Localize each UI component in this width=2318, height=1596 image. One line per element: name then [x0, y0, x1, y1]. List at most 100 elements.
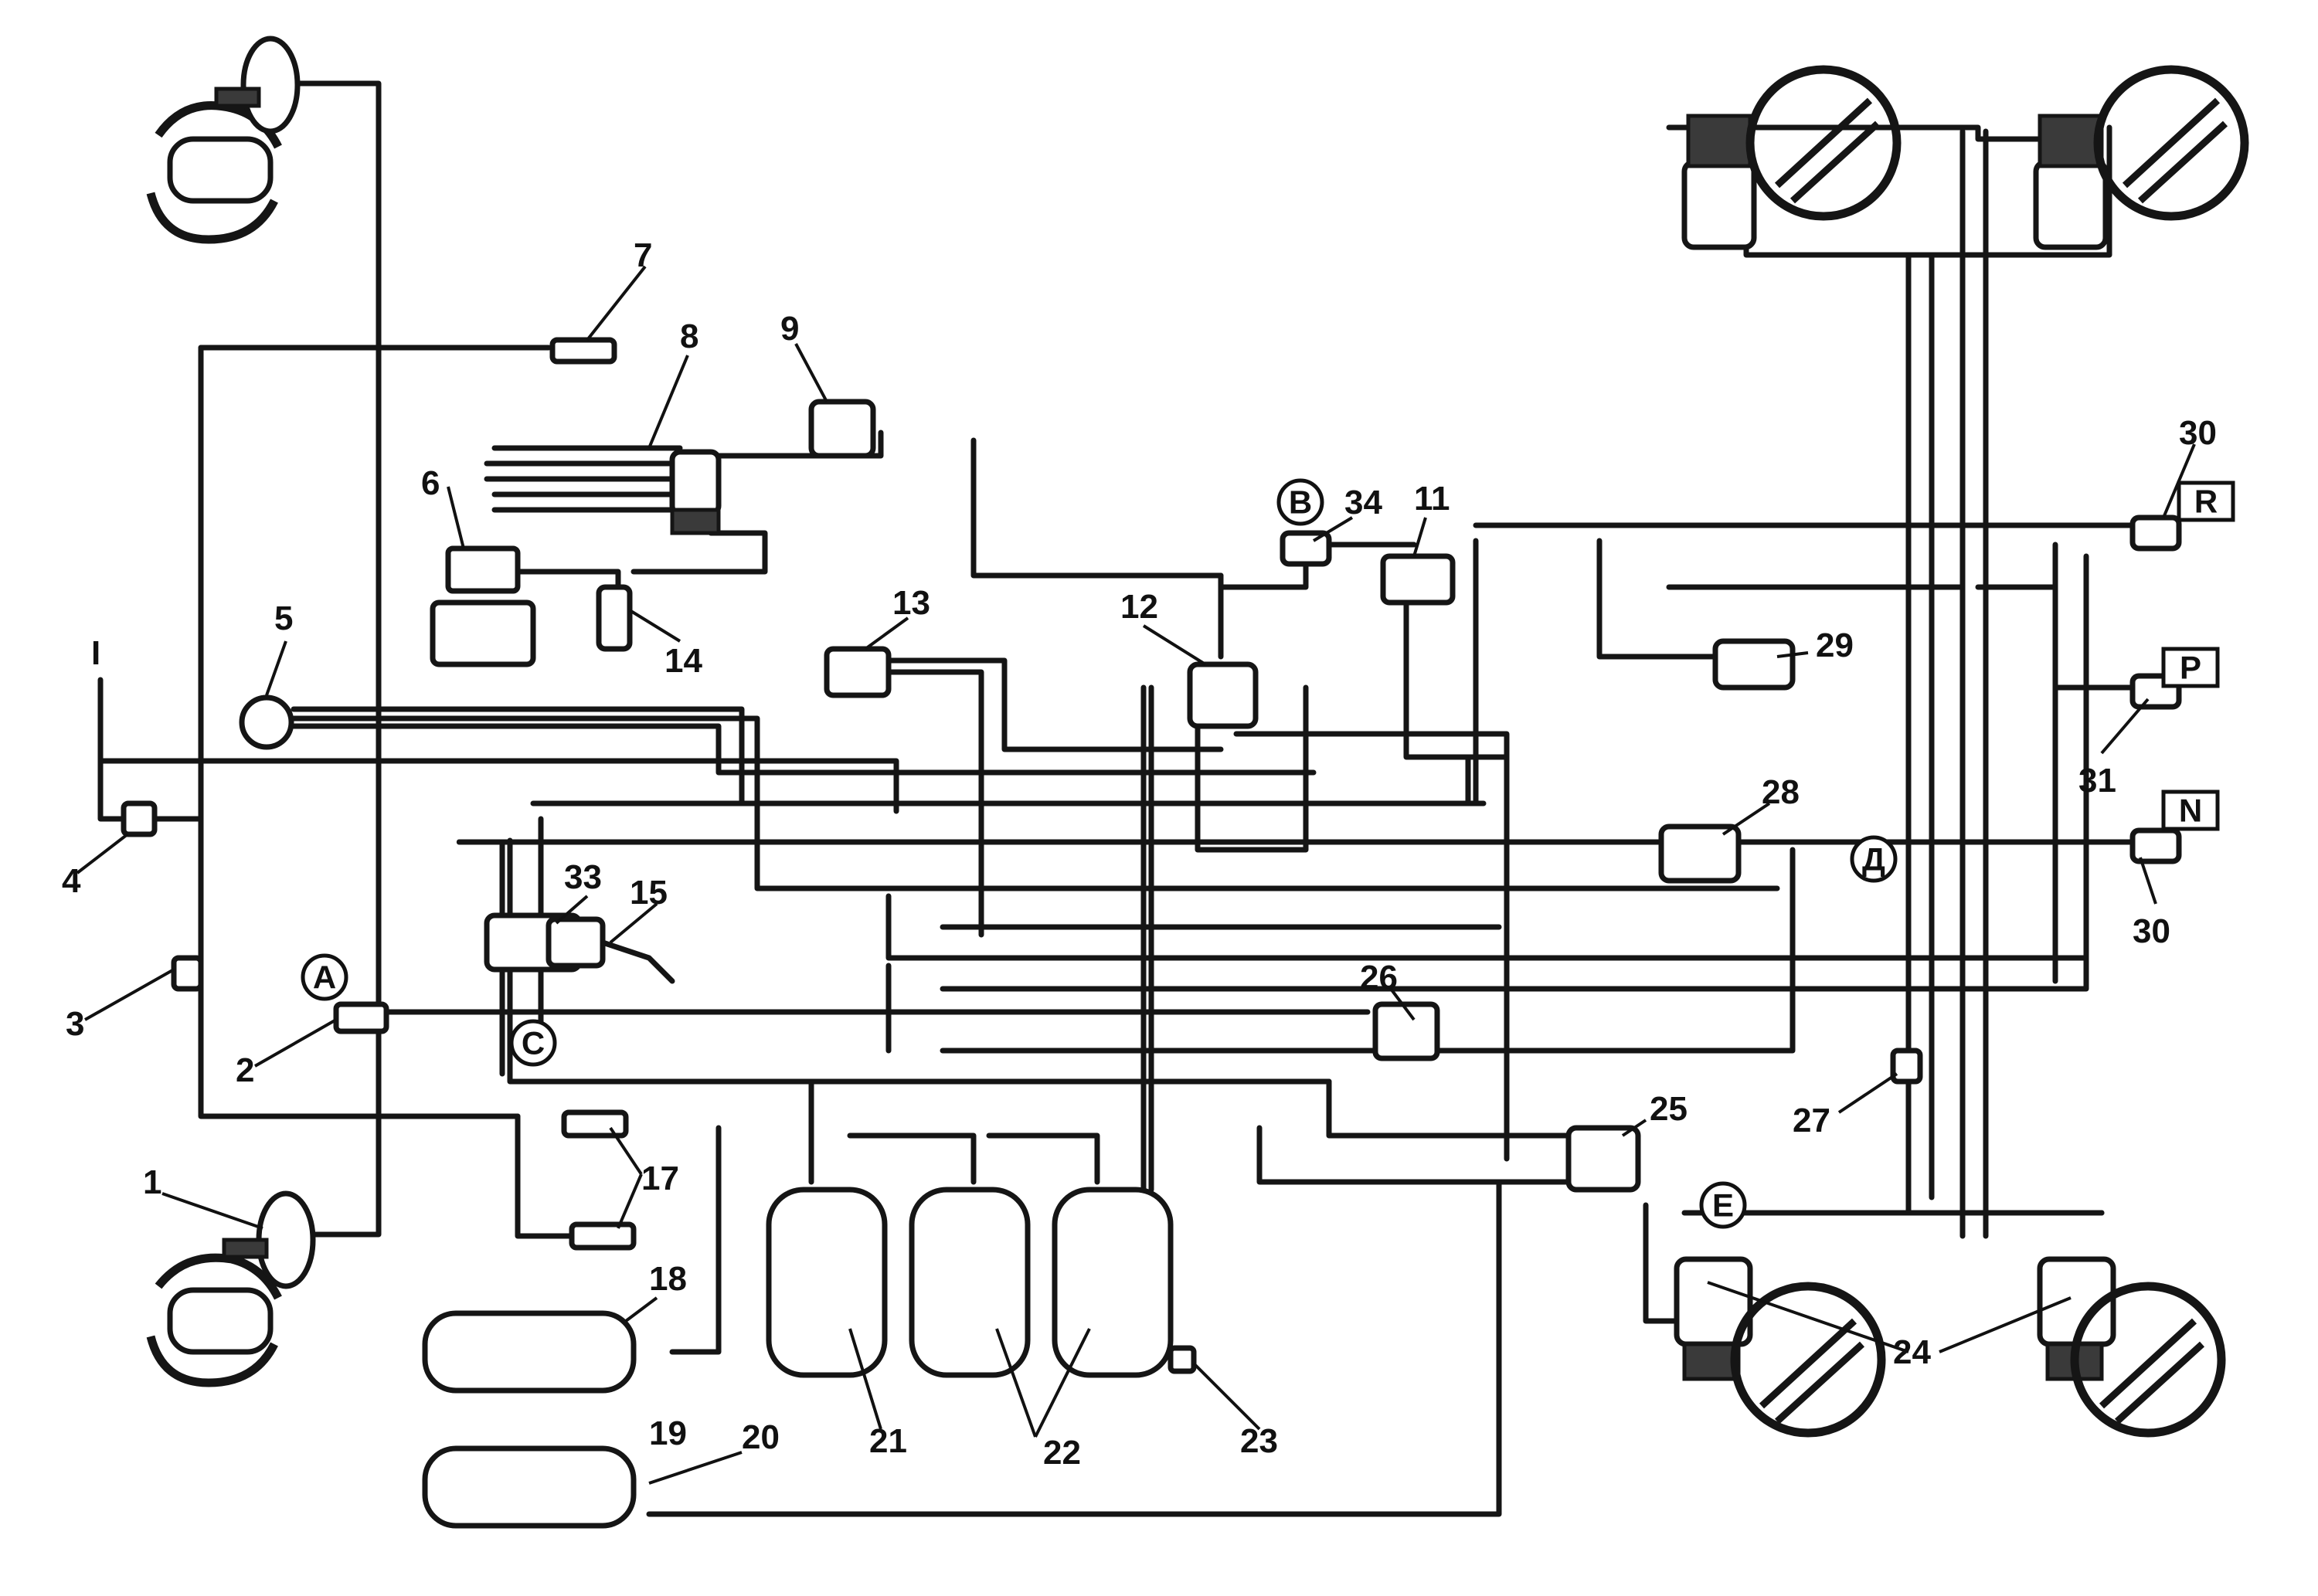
callout-11: 11	[1414, 480, 1450, 518]
spring-brake-chamber	[2033, 159, 2109, 250]
valve-4-line	[97, 758, 204, 822]
brake-chamber	[240, 36, 301, 134]
leader-lines	[76, 265, 2196, 1485]
front-brake-bottom	[146, 1190, 316, 1387]
circled-letters: A B C E Д	[301, 478, 1898, 1229]
front-brake-line	[275, 80, 382, 1238]
drum-hatch	[2099, 1318, 2197, 1409]
callout-1: 1	[143, 1163, 161, 1201]
brake-drum-bottom-arc	[146, 192, 278, 244]
letter-A: A	[313, 959, 336, 996]
drain-valve-27	[1890, 1048, 1923, 1085]
callout-25: 25	[1650, 1090, 1688, 1128]
tank-18-line	[669, 1125, 722, 1355]
brake-drum	[1745, 65, 1902, 221]
air-receiver-19	[422, 1445, 637, 1529]
pushrod	[222, 1238, 269, 1259]
brake-control-valve	[1712, 638, 1796, 691]
callout-30-top: 30	[2179, 414, 2217, 452]
hand-brake-valve	[824, 646, 892, 698]
callout-9: 9	[780, 310, 799, 348]
callout-12: 12	[1120, 588, 1158, 626]
separator-drain	[670, 508, 721, 535]
freeze-protector	[596, 584, 633, 652]
line-13	[878, 669, 984, 938]
front-brake-top	[146, 36, 301, 244]
callout-6: 6	[421, 464, 440, 502]
rear-brake-top-left	[1681, 65, 1902, 250]
tag-R-box	[2177, 480, 2235, 522]
rear-brake-bottom-right	[2037, 1256, 2226, 1438]
drum-hatch	[2114, 1341, 2205, 1425]
line-12-right	[1195, 684, 1309, 853]
callout-23: 23	[1240, 1422, 1278, 1460]
callout-5: 5	[274, 599, 293, 637]
callout-27: 27	[1793, 1102, 1830, 1139]
callout-21: 21	[869, 1422, 907, 1460]
callout-28: 28	[1762, 773, 1800, 811]
bus-line-3	[507, 758, 899, 814]
pushrod	[214, 87, 261, 108]
callout-33: 33	[564, 858, 602, 896]
spring-brake-chamber	[1681, 159, 1757, 250]
line-9	[715, 430, 884, 459]
accelerator-valve	[1372, 1001, 1440, 1061]
callout-7: 7	[634, 236, 652, 274]
line-12-right-2	[1233, 731, 1510, 1162]
line-12-to-34	[1218, 542, 1417, 590]
tank-22-line	[986, 1132, 1100, 1185]
coupling-head-r	[2129, 514, 2182, 552]
drum-hatch	[2137, 121, 2228, 204]
callout-29: 29	[1816, 627, 1854, 664]
brake-valve	[484, 912, 675, 984]
callout-26: 26	[1360, 959, 1398, 997]
line-11-down	[1403, 584, 1471, 760]
protection-valve	[1187, 661, 1259, 729]
circle-E	[1699, 1181, 1747, 1229]
rear-brake-bottom-left	[1674, 1256, 1886, 1438]
brake-valve-section	[546, 916, 606, 969]
drum-hatch	[1759, 1318, 1857, 1409]
compressor	[430, 545, 536, 667]
callout-34: 34	[1344, 484, 1382, 521]
bus-line-9	[885, 893, 2089, 961]
letter-E: E	[1712, 1187, 1734, 1224]
condenser-line	[630, 530, 768, 575]
rear-brake-top-right	[2033, 65, 2249, 250]
line-tags: R P N	[2161, 480, 2235, 831]
pressure-regulator	[808, 399, 876, 459]
air-receiver-21	[766, 1187, 888, 1378]
pressure-gauge	[239, 694, 294, 750]
callout-22: 22	[1043, 1434, 1081, 1472]
drain-valve-23	[1167, 1345, 1197, 1374]
gauge-5-line	[291, 715, 946, 891]
condenser-cooler	[484, 445, 722, 535]
callout-8: 8	[680, 318, 698, 355]
callout-17: 17	[641, 1160, 679, 1197]
brake-pedal-lever	[600, 939, 675, 984]
circle-D	[1850, 835, 1898, 883]
tank-19-line	[646, 1179, 1502, 1517]
tag-P-box	[2161, 647, 2220, 688]
drum-hatch	[1789, 121, 1881, 204]
marker-I: I	[91, 634, 100, 672]
callout-18: 18	[649, 1260, 687, 1298]
relay-valve	[1380, 553, 1456, 606]
air-receiver-18	[422, 1310, 637, 1394]
bus-line-2	[291, 723, 1317, 776]
line-17	[515, 1113, 575, 1239]
circle-A	[301, 953, 348, 1001]
brake-drum	[2093, 65, 2249, 221]
callout-30-bottom: 30	[2133, 912, 2170, 950]
callout-4: 4	[62, 862, 81, 900]
drum-hatch	[1774, 1341, 1865, 1425]
pressure-limiter	[1565, 1125, 1641, 1193]
coupling-head-n	[2129, 827, 2182, 864]
drain-valve	[171, 955, 204, 992]
drum-hatch	[2122, 97, 2221, 188]
line-13b	[878, 657, 1224, 752]
tag-P: P	[2180, 650, 2201, 686]
bus-line-11	[940, 553, 2089, 992]
callout-13: 13	[892, 584, 930, 622]
